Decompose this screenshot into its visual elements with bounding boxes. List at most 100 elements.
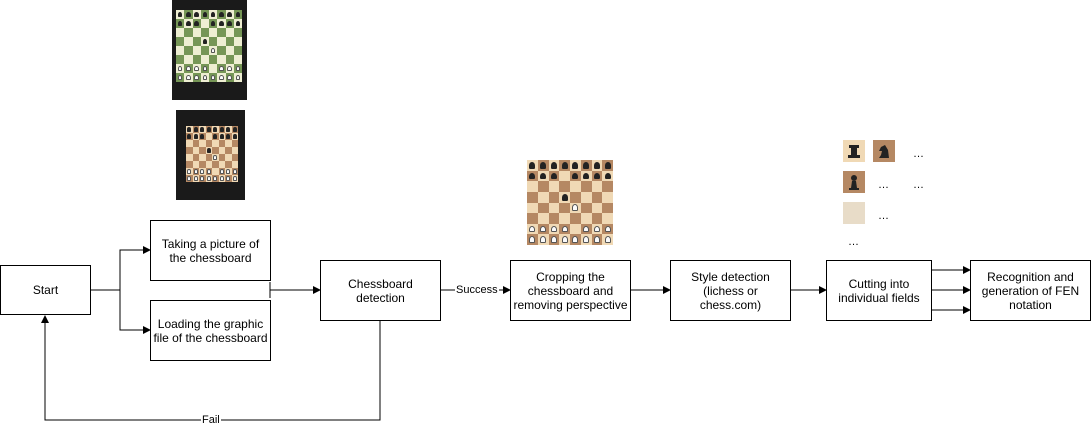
green-board-image — [176, 10, 242, 82]
chess-piece — [550, 236, 557, 244]
board-square — [186, 147, 193, 154]
chess-piece — [219, 20, 224, 27]
board-square — [602, 234, 613, 245]
edge-start-load — [119, 290, 151, 334]
board-square — [192, 37, 201, 46]
board-square — [184, 19, 193, 28]
board-square — [209, 73, 218, 82]
board-square — [176, 64, 185, 73]
board-square — [218, 133, 225, 140]
board-square — [212, 147, 219, 154]
board-square — [176, 55, 185, 64]
board-square — [184, 73, 193, 82]
board-square — [570, 191, 581, 203]
chess-piece — [550, 225, 557, 233]
board-square — [233, 73, 242, 82]
brown-board-photo-image — [186, 126, 238, 182]
chess-piece — [227, 74, 232, 81]
board-square — [205, 147, 212, 154]
board-square — [199, 126, 206, 133]
chess-piece — [194, 74, 199, 81]
chess-piece — [235, 20, 241, 27]
chess-piece — [219, 127, 224, 132]
board-square — [184, 55, 193, 64]
board-square — [233, 19, 242, 28]
chess-piece — [529, 172, 536, 180]
chess-piece — [187, 127, 192, 132]
chess-piece — [232, 134, 237, 139]
board-square — [527, 181, 538, 192]
board-square — [602, 202, 613, 214]
chess-piece — [194, 20, 199, 27]
board-square — [225, 10, 234, 19]
board-square — [217, 64, 226, 73]
chess-piece — [227, 65, 232, 72]
chessboard-photo-green — [172, 0, 247, 100]
board-square — [231, 133, 238, 140]
board-square — [570, 181, 581, 192]
board-square — [205, 140, 212, 147]
board-square — [199, 140, 206, 147]
board-square — [225, 28, 234, 37]
take-picture-node: Taking a picture of the chessboard — [150, 220, 271, 281]
chess-piece — [194, 65, 199, 72]
board-square — [559, 234, 570, 245]
cutting-node: Cutting into individual fields — [826, 260, 932, 321]
board-square — [186, 161, 193, 168]
board-square — [192, 154, 199, 161]
board-square — [559, 202, 570, 214]
chess-piece — [177, 11, 183, 18]
load-file-node: Loading the graphic file of the chessboa… — [150, 300, 271, 361]
recognition-label: Recognition and generation of FEN notati… — [981, 269, 1080, 312]
chess-piece — [194, 11, 199, 18]
board-square — [218, 126, 225, 133]
board-square — [225, 73, 234, 82]
board-square — [225, 140, 232, 147]
chess-piece — [193, 176, 198, 181]
chess-piece — [200, 176, 205, 181]
field-ellipsis-4: … — [848, 236, 859, 248]
field-ellipsis-1: … — [913, 148, 924, 160]
board-square — [580, 202, 592, 214]
board-square — [217, 10, 226, 19]
board-square — [591, 181, 603, 192]
chess-piece — [226, 134, 231, 139]
load-file-label: Loading the graphic file of the chessboa… — [153, 316, 268, 345]
field-ellipsis-3: … — [878, 210, 889, 222]
board-square — [591, 223, 603, 235]
edge-take-to-detect — [269, 282, 321, 294]
chess-piece — [235, 11, 241, 18]
knight-icon — [879, 145, 889, 158]
detection-node: Chessboard detection — [320, 260, 441, 321]
chess-piece — [210, 47, 216, 54]
chess-piece — [210, 74, 216, 81]
board-square — [527, 213, 538, 224]
chess-piece — [186, 65, 191, 72]
chess-piece — [572, 204, 579, 212]
board-square — [537, 160, 549, 171]
board-square — [548, 191, 560, 203]
board-square — [192, 126, 199, 133]
board-square — [212, 168, 219, 175]
board-square — [580, 234, 592, 245]
chess-piece — [219, 65, 224, 72]
board-square — [209, 19, 218, 28]
board-square — [218, 168, 225, 175]
fail-label: Fail — [201, 414, 221, 426]
board-square — [527, 170, 538, 182]
board-square — [231, 154, 238, 161]
board-square — [200, 10, 209, 19]
board-square — [537, 202, 549, 214]
board-square — [192, 28, 201, 37]
board-square — [527, 234, 538, 245]
board-square — [192, 55, 201, 64]
chess-piece — [232, 176, 237, 181]
board-square — [200, 55, 209, 64]
board-square — [192, 64, 201, 73]
chess-piece — [187, 169, 192, 174]
board-square — [205, 126, 212, 133]
cutting-label: Cutting into individual fields — [838, 276, 920, 305]
board-square — [591, 170, 603, 182]
board-square — [570, 202, 581, 214]
board-square — [231, 140, 238, 147]
